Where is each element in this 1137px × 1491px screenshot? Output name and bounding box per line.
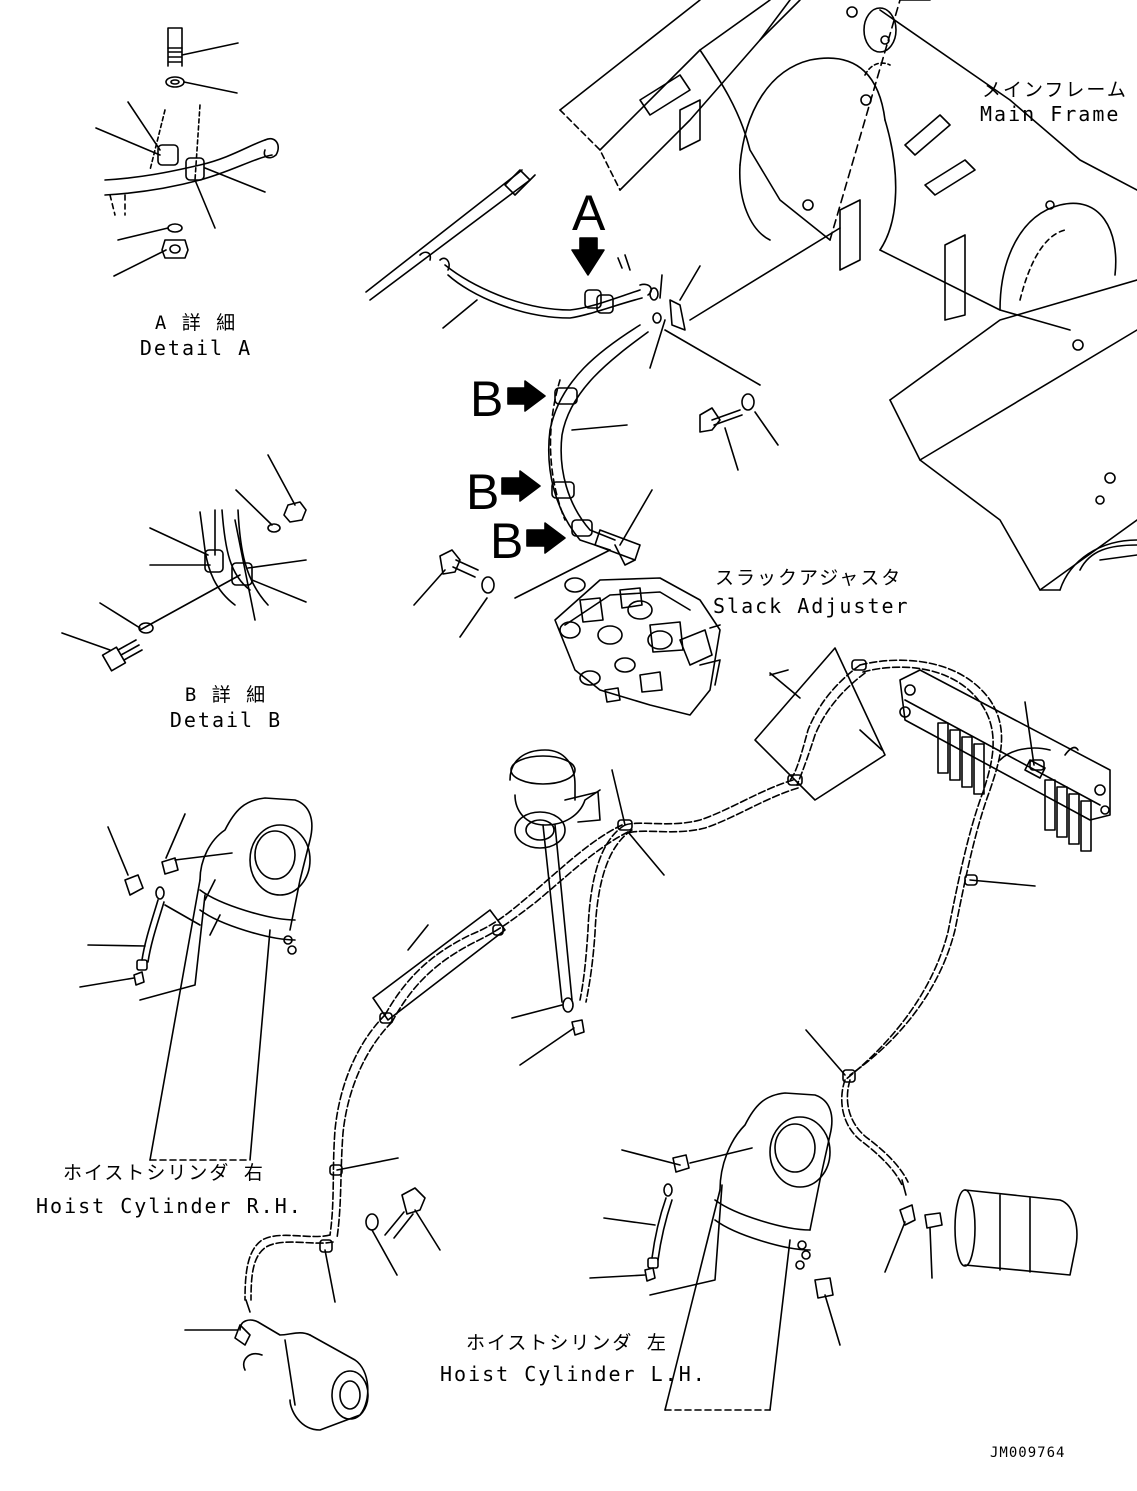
hoist-lh-label-jp: ホイストシリンダ 左 bbox=[466, 1332, 668, 1354]
detail-a-drawing bbox=[96, 28, 278, 276]
view-b-letter-1: B bbox=[470, 371, 504, 427]
hoist-rh-label-en: Hoist Cylinder R.H. bbox=[36, 1194, 303, 1218]
detail-a-title-en: Detail A bbox=[139, 336, 253, 360]
detail-b-title-jp: B 詳 細 bbox=[184, 684, 268, 706]
bolt-lower-center bbox=[366, 1188, 440, 1275]
detail-a-title-jp: A 詳 細 bbox=[154, 312, 238, 334]
detail-b-drawing bbox=[62, 455, 306, 671]
view-a-letter: A bbox=[572, 185, 606, 241]
slack-adjuster-label-en: Slack Adjuster bbox=[713, 594, 910, 618]
protective-sleeves bbox=[373, 648, 885, 1020]
hoist-cylinder-rh-drawing bbox=[80, 798, 312, 1160]
grease-lines bbox=[245, 660, 1044, 1300]
center-leaders bbox=[325, 664, 1035, 1302]
main-frame-label-jp: メインフレーム bbox=[982, 79, 1128, 101]
main-frame-label-en: Main Frame bbox=[980, 102, 1121, 126]
hoist-lh-label-en: Hoist Cylinder L.H. bbox=[440, 1362, 707, 1386]
detail-b-title-en: Detail B bbox=[169, 708, 283, 732]
view-b-letter-3: B bbox=[490, 513, 524, 569]
drawing-number: JM009764 bbox=[990, 1445, 1066, 1461]
slack-adjuster-drawing bbox=[555, 578, 720, 715]
pin-lower-right bbox=[885, 1180, 1077, 1278]
view-b-letter-2: B bbox=[466, 464, 500, 520]
right-manifold-drawing bbox=[900, 670, 1110, 851]
pin-lower-left bbox=[185, 1300, 368, 1430]
hoist-cylinder-lh-drawing bbox=[590, 1093, 840, 1410]
main-frame-drawing bbox=[560, 0, 1137, 590]
upper-hose-assembly bbox=[366, 170, 840, 637]
slack-adjuster-label-jp: スラックアジャスタ bbox=[715, 567, 903, 589]
pin-middle bbox=[510, 750, 600, 848]
hoist-rh-label-jp: ホイストシリンダ 右 bbox=[63, 1162, 265, 1184]
